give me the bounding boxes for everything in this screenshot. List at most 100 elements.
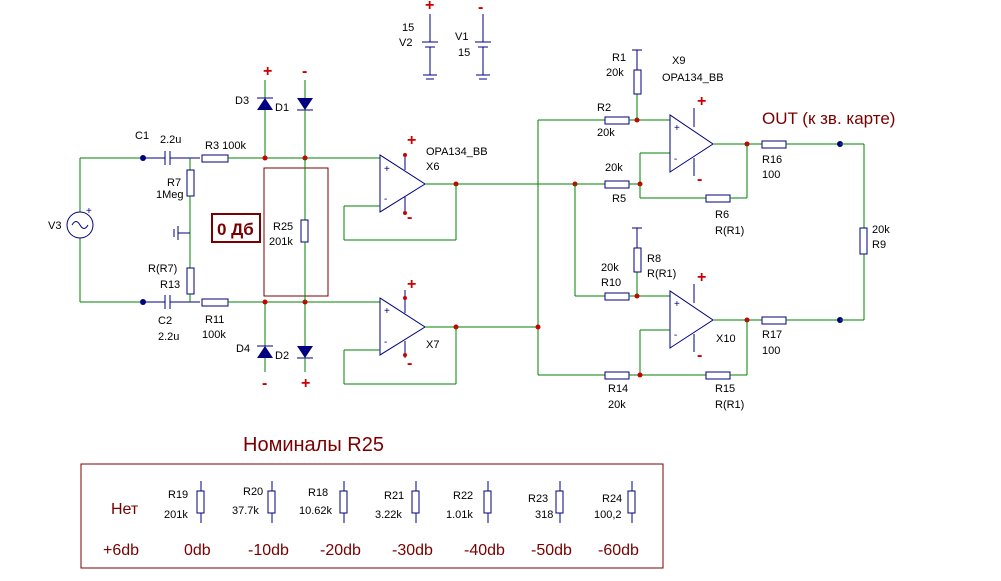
svg-text:+: + xyxy=(697,93,706,110)
r15-value: R(R1) xyxy=(715,399,744,411)
svg-text:+: + xyxy=(674,123,680,134)
r5-value: 20k xyxy=(605,162,623,174)
none-label: Нет xyxy=(111,501,139,518)
r11-value: 100k xyxy=(202,329,226,341)
db-level: -40db xyxy=(464,542,505,559)
svg-text:-: - xyxy=(302,63,307,80)
svg-text:-: - xyxy=(407,355,412,372)
diode-d4: - D4 xyxy=(236,302,273,392)
plus-sign: + xyxy=(425,0,434,14)
db-level: -20db xyxy=(320,542,361,559)
resistor-r5 xyxy=(604,180,630,189)
r5-label: R5 xyxy=(612,193,626,205)
svg-text:R23: R23 xyxy=(528,493,548,505)
svg-text:+: + xyxy=(384,164,390,175)
db-level: 0db xyxy=(184,542,211,559)
r1-label: R1 xyxy=(612,52,626,64)
r8-value: R(R1) xyxy=(647,268,676,280)
resistor-r7 xyxy=(186,169,195,197)
x9-label: X9 xyxy=(672,55,685,67)
r-r7-label: R(R7) xyxy=(148,263,177,275)
c1-label: C1 xyxy=(135,130,149,142)
svg-text:-: - xyxy=(384,194,387,205)
r25-selector-box xyxy=(263,167,329,297)
diode-d3: + D3 xyxy=(235,63,273,158)
svg-text:R18: R18 xyxy=(308,487,328,499)
r17-label: R17 xyxy=(762,329,782,341)
r25-value: 201k xyxy=(269,236,293,248)
resistor-r14 xyxy=(604,371,630,380)
nominal-table-box xyxy=(80,463,664,569)
svg-text:-: - xyxy=(407,209,412,226)
db-level: -50db xyxy=(531,542,572,559)
svg-text:+: + xyxy=(674,299,680,310)
table-resistor-r21: R21 3.22k xyxy=(375,481,420,523)
supply-v2: + 15 V2 xyxy=(399,0,438,80)
table-resistor-r24: R24 100,2 xyxy=(594,481,636,523)
r11-label: R11 xyxy=(205,314,224,326)
resistor-r17 xyxy=(761,316,787,325)
d3-label: D3 xyxy=(235,95,249,107)
r25-label: R25 xyxy=(273,221,293,233)
opamp-x10: + - + - X10 xyxy=(669,269,736,364)
r13-label: R13 xyxy=(160,279,180,291)
r2-value: 20k xyxy=(597,127,615,139)
r2-label: R2 xyxy=(597,102,611,114)
svg-text:-: - xyxy=(262,375,267,392)
svg-text:-: - xyxy=(674,330,677,341)
r14-label: R14 xyxy=(608,383,628,395)
resistor-r15 xyxy=(705,371,731,380)
resistor-r16 xyxy=(761,140,787,149)
svg-text:37.7k: 37.7k xyxy=(232,505,259,517)
resistor-r9 xyxy=(859,227,868,255)
svg-text:R22: R22 xyxy=(453,490,473,502)
c2-label: C2 xyxy=(158,315,172,327)
r6-label: R6 xyxy=(715,209,729,221)
table-title: Номиналы R25 xyxy=(243,434,384,456)
table-resistor-r18: R18 10.62k xyxy=(299,481,348,523)
resistor-r1 xyxy=(633,69,642,95)
table-resistor-r20: R20 37.7k xyxy=(232,481,276,523)
svg-text:10.62k: 10.62k xyxy=(299,505,333,517)
diode-d2: + D2 xyxy=(275,302,313,392)
r10-label: R10 xyxy=(601,277,621,289)
minus-sign: - xyxy=(478,0,483,16)
x9-model: OPA134_BB xyxy=(662,72,724,84)
zero-db-text: 0 Дб xyxy=(217,220,254,239)
resistor-r25 xyxy=(300,219,309,243)
r6-value: R(R1) xyxy=(715,225,744,237)
output-label: OUT (к зв. карте) xyxy=(762,109,895,128)
r3-label: R3 100k xyxy=(205,140,246,152)
r17-value: 100 xyxy=(762,345,780,357)
svg-text:-: - xyxy=(697,171,702,188)
c2-value: 2.2u xyxy=(158,331,179,343)
c1-value: 2.2u xyxy=(160,134,181,146)
v1-label: V1 xyxy=(455,31,468,43)
resistor-r3 xyxy=(201,154,229,163)
r9-value: 20k xyxy=(872,224,890,236)
resistor-r2 xyxy=(604,116,630,125)
opamp-x7: + - + - X7 xyxy=(379,276,439,372)
svg-text:-: - xyxy=(674,154,677,165)
db-level: +6db xyxy=(103,542,139,559)
v2-label: V2 xyxy=(399,37,412,49)
svg-text:201k: 201k xyxy=(164,509,188,521)
db-level: -10db xyxy=(248,542,289,559)
svg-text:100,2: 100,2 xyxy=(594,509,622,521)
svg-text:R24: R24 xyxy=(602,493,622,505)
d4-label: D4 xyxy=(236,343,250,355)
x6-model: OPA134_BB xyxy=(426,146,488,158)
svg-text:+: + xyxy=(697,269,706,286)
opamp-x9: + - + - X9 OPA134_BB xyxy=(662,55,724,188)
db-level: -30db xyxy=(392,542,433,559)
table-resistor-r19: R19 201k xyxy=(164,481,205,523)
r16-value: 100 xyxy=(762,169,780,181)
svg-text:R20: R20 xyxy=(243,486,263,498)
r15-label: R15 xyxy=(715,383,735,395)
v1-value: 15 xyxy=(458,47,470,59)
svg-text:-: - xyxy=(384,337,387,348)
v2-value: 15 xyxy=(402,22,414,34)
r16-label: R16 xyxy=(762,154,782,166)
svg-text:+: + xyxy=(86,206,92,217)
